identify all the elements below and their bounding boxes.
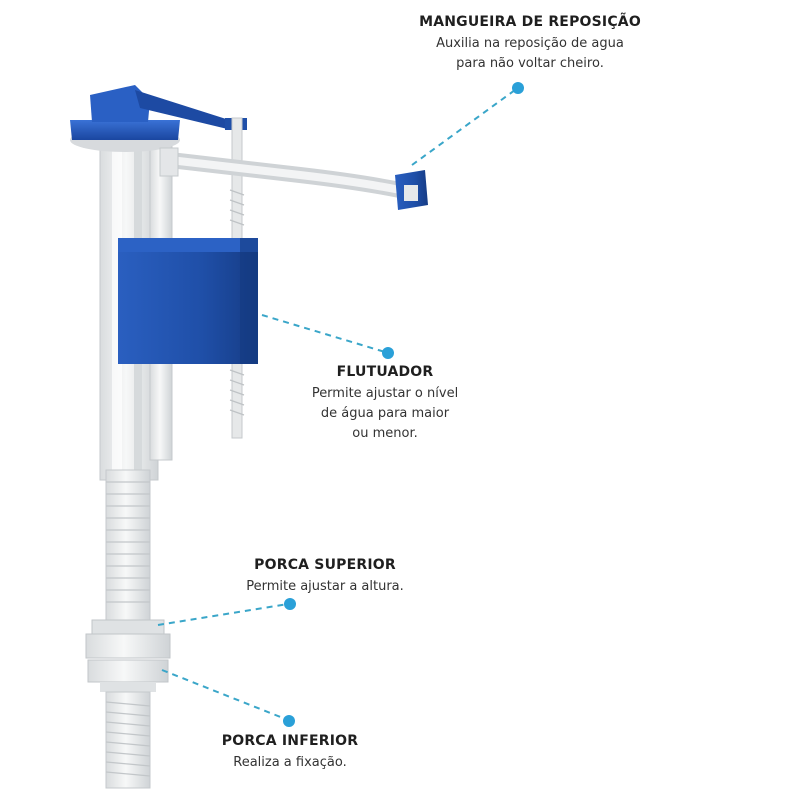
dot-porca-superior — [284, 598, 296, 610]
blue-float — [118, 238, 258, 364]
leader-line-flutuador — [261, 314, 386, 353]
callout-porca-superior: PORCA SUPERIOR Permite ajustar a altura. — [225, 557, 425, 597]
upper-nut — [85, 619, 171, 659]
callout-desc-line: para não voltar cheiro. — [456, 56, 604, 71]
dot-porca-inferior — [283, 715, 295, 727]
callout-desc-line: ou menor. — [352, 426, 418, 441]
callout-porca-inferior: PORCA INFERIOR Realiza a fixação. — [190, 733, 390, 773]
leader-lines — [157, 89, 516, 721]
callout-title: PORCA SUPERIOR — [254, 557, 396, 573]
callout-desc-line: Realiza a fixação. — [233, 755, 347, 770]
callout-desc-line: de água para maior — [320, 406, 450, 421]
dot-mangueira — [512, 82, 524, 94]
refill-hose — [159, 147, 428, 210]
threaded-shank — [105, 469, 151, 621]
leader-line-mangueira — [411, 89, 516, 166]
bottom-thread — [105, 691, 151, 789]
leader-line-porca-inferior — [161, 669, 289, 721]
callout-title: MANGUEIRA DE REPOSIÇÃO — [419, 14, 641, 30]
leader-line-porca-superior — [157, 603, 289, 626]
lower-nut — [87, 659, 169, 692]
callout-desc-line: Permite ajustar o nível — [311, 386, 459, 401]
callout-desc-line: Permite ajustar a altura. — [246, 579, 404, 594]
callout-dots — [283, 82, 524, 727]
dot-flutuador — [382, 347, 394, 359]
callout-mangueira: MANGUEIRA DE REPOSIÇÃO Auxilia na reposi… — [395, 14, 665, 74]
callout-flutuador: FLUTUADOR Permite ajustar o nível de águ… — [285, 364, 485, 444]
callout-title: FLUTUADOR — [336, 364, 434, 380]
blue-top-cap — [70, 85, 247, 152]
callout-desc-line: Auxilia na reposição de agua — [436, 36, 624, 51]
callout-title: PORCA INFERIOR — [221, 733, 359, 749]
